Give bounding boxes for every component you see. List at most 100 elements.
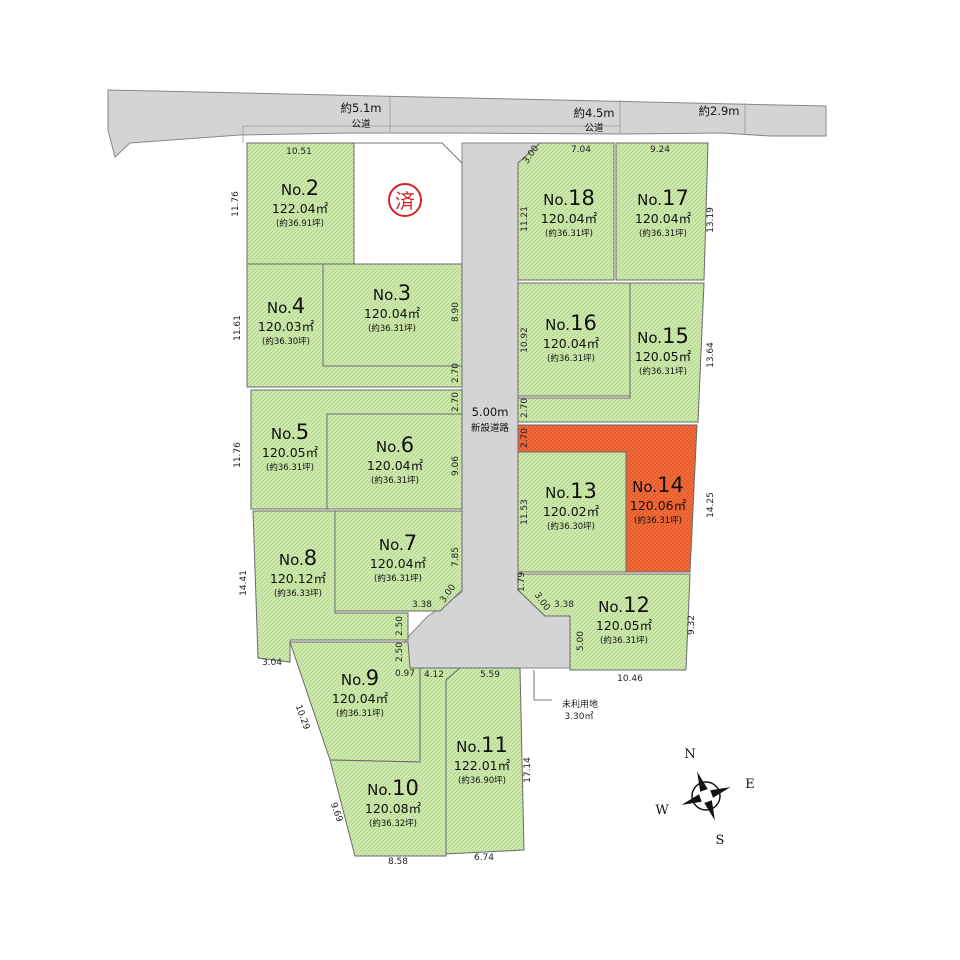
dimension-d-1-79: 1.79 (517, 572, 527, 592)
lot-9-number: No.9 (341, 666, 379, 690)
dimension-d-2-70d: 2.70 (520, 428, 530, 448)
lot-15-number: No.15 (637, 324, 689, 348)
dimension-d-3-38b: 3.38 (554, 600, 574, 610)
dimension-d-10-92: 10.92 (520, 327, 530, 353)
lot-15-tsubo: (約36.31坪) (639, 366, 687, 377)
lot-5-tsubo: (約36.31坪) (266, 462, 314, 473)
road-width-west: 約5.1m (341, 101, 382, 115)
new-road-name: 新設道路 (471, 422, 510, 434)
lot-17-area: 120.04㎡ (635, 211, 692, 226)
unused-land-leader (533, 670, 552, 701)
lot-16[interactable] (517, 282, 631, 397)
lot-15-area: 120.05㎡ (635, 349, 692, 364)
road-name-mid: 公道 (584, 122, 604, 134)
lot-4-tsubo: (約36.30坪) (262, 336, 310, 347)
lot-11-number: No.11 (456, 733, 508, 757)
dimension-d-11-76b: 11.76 (233, 442, 243, 468)
lot-14[interactable] (517, 424, 698, 573)
dimension-d-9-06: 9.06 (451, 456, 461, 476)
compass-w: W (655, 803, 669, 818)
lot-7-number: No.7 (379, 531, 417, 555)
lot-2-tsubo: (約36.91坪) (276, 218, 324, 229)
dimension-d-4-12: 4.12 (424, 670, 444, 680)
lot-6-tsubo: (約36.31坪) (371, 475, 419, 486)
lot-18-area: 120.04㎡ (541, 211, 598, 226)
lot-10-area: 120.08㎡ (365, 801, 422, 816)
dimension-d-2-70c: 2.70 (520, 398, 530, 418)
lot-7-area: 120.04㎡ (370, 556, 427, 571)
dimension-d-5-00: 5.00 (576, 631, 586, 651)
dimension-d-14-25: 14.25 (706, 492, 716, 518)
dimension-d-7-85: 7.85 (451, 547, 461, 567)
lot-9-tsubo: (約36.31坪) (336, 708, 384, 719)
lot-18-tsubo: (約36.31坪) (545, 228, 593, 239)
lot-11[interactable] (445, 667, 525, 855)
lot-14-tsubo: (約36.31坪) (634, 515, 682, 526)
lot-13-area: 120.02㎡ (543, 504, 600, 519)
lot-17-number: No.17 (637, 186, 689, 210)
dimension-d-13-64: 13.64 (706, 342, 716, 368)
lot-6[interactable] (326, 413, 463, 510)
public-road (107, 89, 827, 158)
lot-5-number: No.5 (271, 420, 309, 444)
lot-3-number: No.3 (373, 281, 411, 305)
lot-8-tsubo: (約36.33坪) (274, 588, 322, 599)
dimension-d-11-21: 11.21 (520, 206, 530, 232)
lot-4-number: No.4 (267, 294, 305, 318)
dimension-d-0-97: 0.97 (395, 669, 415, 679)
lot-5-area: 120.05㎡ (262, 445, 319, 460)
dimension-d-3-04: 3.04 (262, 658, 282, 668)
lot-14-area: 120.06㎡ (630, 498, 687, 513)
lot-8-area: 120.12㎡ (270, 571, 327, 586)
sold-stamp (388, 183, 422, 217)
lot-17[interactable] (615, 142, 709, 281)
unused-land-label: 未利用地 (562, 698, 598, 710)
lot-8-number: No.8 (279, 546, 317, 570)
lot-10-tsubo: (約36.32坪) (369, 818, 417, 829)
road-name-west: 公道 (351, 118, 371, 130)
dimension-d-17-14: 17.14 (523, 757, 533, 783)
lot-15[interactable] (517, 282, 705, 423)
lot-12-area: 120.05㎡ (596, 618, 653, 633)
lot-4-area: 120.03㎡ (258, 319, 315, 334)
dimension-d-8-58: 8.58 (388, 857, 408, 867)
lot-6-area: 120.04㎡ (367, 458, 424, 473)
lot-4[interactable] (246, 263, 463, 388)
new-road-width: 5.00m (472, 405, 509, 419)
lot-9-area: 120.04㎡ (332, 691, 389, 706)
lot-3-tsubo: (約36.31坪) (368, 323, 416, 334)
dimension-d-11-61: 11.61 (233, 315, 243, 341)
lot-13-number: No.13 (545, 479, 597, 503)
lot-16-number: No.16 (545, 311, 597, 335)
compass-s: S (716, 833, 725, 848)
dimension-d-2-70a: 2.70 (451, 392, 461, 412)
dimension-d-9-32: 9.32 (687, 615, 697, 635)
dimension-d-10-51: 10.51 (286, 147, 312, 157)
lot-6-number: No.6 (376, 433, 414, 457)
lot-2-number: No.2 (281, 176, 319, 200)
compass-n: N (684, 747, 695, 762)
dimension-d-13-19: 13.19 (706, 207, 716, 233)
lot-18[interactable] (517, 142, 615, 281)
lot-7-tsubo: (約36.31坪) (374, 573, 422, 584)
dimension-d-2-50a: 2.50 (395, 616, 405, 636)
road-width-mid: 約4.5m (574, 106, 615, 120)
dimension-d-2-50b: 2.50 (395, 642, 405, 662)
lot-8[interactable] (252, 510, 409, 663)
dimension-d-11-76a: 11.76 (231, 191, 241, 217)
lot-17-tsubo: (約36.31坪) (639, 228, 687, 239)
lot-12[interactable] (517, 573, 691, 671)
dimension-d-10-29: 10.29 (293, 704, 311, 732)
dimension-d-5-59: 5.59 (480, 670, 500, 680)
lot-2-area: 122.04㎡ (272, 201, 329, 216)
lot-18-number: No.18 (543, 186, 595, 210)
compass-e: E (745, 777, 755, 792)
lot-10-number: No.10 (367, 776, 419, 800)
lot-13-tsubo: (約36.30坪) (547, 521, 595, 532)
lot-16-tsubo: (約36.31坪) (547, 353, 595, 364)
lot-12-number: No.12 (598, 593, 650, 617)
compass: N E S W (655, 747, 754, 848)
sold-stamp-text: 済 (395, 189, 415, 213)
